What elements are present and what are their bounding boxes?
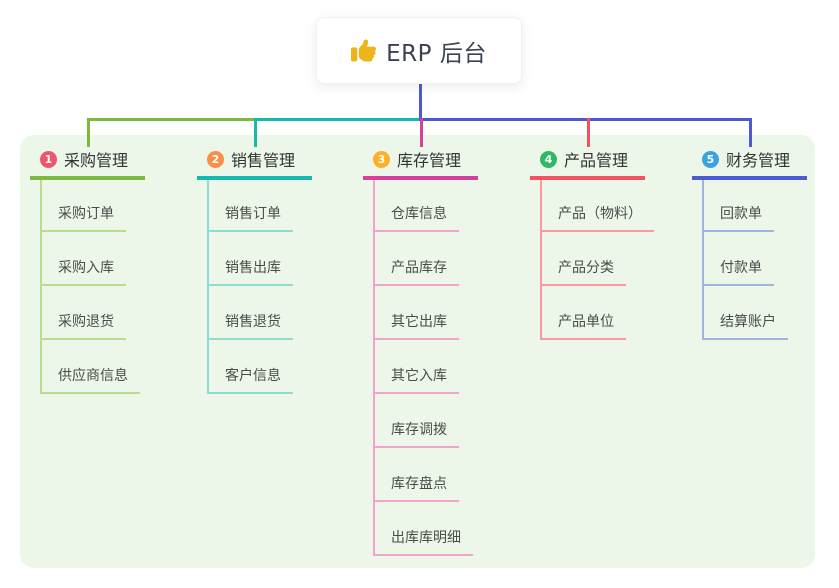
child-row: 库存盘点 — [373, 448, 478, 502]
child-node-label[interactable]: 产品（物料） — [540, 203, 654, 232]
branch-connector-line — [587, 118, 590, 147]
root-title: ERP 后台 — [386, 40, 487, 67]
branch-header[interactable]: 3 库存管理 — [363, 148, 478, 180]
branch-connector-line — [87, 118, 90, 147]
connector-rail-segment — [254, 118, 422, 121]
child-row: 回款单 — [702, 180, 807, 232]
branch-number-badge: 1 — [40, 150, 57, 168]
child-node-label[interactable]: 其它出库 — [373, 311, 459, 340]
child-row: 采购退货 — [40, 286, 145, 340]
child-node-label[interactable]: 采购退货 — [40, 311, 126, 340]
branch-children: 产品（物料） 产品分类产品单位 — [540, 180, 654, 340]
branch-spine-line — [40, 180, 42, 394]
child-node-label[interactable]: 销售退货 — [207, 311, 293, 340]
branch-children: 销售订单销售出库销售退货客户信息 — [207, 180, 312, 394]
branch-header[interactable]: 5 财务管理 — [692, 148, 807, 180]
child-node-label[interactable]: 回款单 — [702, 203, 774, 232]
branch-children: 仓库信息产品库存其它出库其它入库库存调拨库存盘点出库库明细 — [373, 180, 478, 556]
branch-财务管理: 5 财务管理 回款单付款单结算账户 — [692, 148, 807, 340]
branch-connector-line — [254, 118, 257, 147]
child-node-label[interactable]: 采购订单 — [40, 203, 126, 232]
branch-产品管理: 4 产品管理 产品（物料） 产品分类产品单位 — [530, 148, 654, 340]
child-row: 销售退货 — [207, 286, 312, 340]
root-node[interactable]: ERP 后台 — [316, 17, 522, 84]
child-row: 客户信息 — [207, 340, 312, 394]
branch-spine-line — [207, 180, 209, 394]
child-row: 其它入库 — [373, 340, 478, 394]
child-row: 供应商信息 — [40, 340, 145, 394]
child-node-label[interactable]: 付款单 — [702, 257, 774, 286]
branch-库存管理: 3 库存管理 仓库信息产品库存其它出库其它入库库存调拨库存盘点出库库明细 — [363, 148, 478, 556]
child-node-label[interactable]: 出库库明细 — [373, 527, 473, 556]
child-row: 产品分类 — [540, 232, 645, 286]
branch-label: 库存管理 — [397, 151, 462, 170]
child-node-label[interactable]: 销售出库 — [207, 257, 293, 286]
child-node-label[interactable]: 结算账户 — [702, 311, 788, 340]
child-node-label[interactable]: 产品分类 — [540, 257, 626, 286]
child-row: 库存调拨 — [373, 394, 478, 448]
branch-销售管理: 2 销售管理 销售订单销售出库销售退货客户信息 — [197, 148, 312, 394]
connector-rail-segment — [87, 118, 256, 121]
branches-panel — [20, 135, 815, 568]
child-node-label[interactable]: 供应商信息 — [40, 365, 140, 394]
branch-connector-line — [749, 118, 752, 147]
branch-label: 产品管理 — [564, 151, 629, 170]
child-node-label[interactable]: 产品单位 — [540, 311, 626, 340]
branch-label: 财务管理 — [726, 151, 791, 170]
child-node-label[interactable]: 库存盘点 — [373, 473, 459, 502]
child-row: 采购入库 — [40, 232, 145, 286]
child-node-label[interactable]: 产品库存 — [373, 257, 459, 286]
branch-number-badge: 5 — [702, 150, 719, 168]
child-node-label[interactable]: 其它入库 — [373, 365, 459, 394]
branch-header[interactable]: 1 采购管理 — [30, 148, 145, 180]
branch-label: 销售管理 — [231, 151, 296, 170]
child-row: 采购订单 — [40, 180, 145, 232]
child-row: 产品库存 — [373, 232, 478, 286]
child-row: 出库库明细 — [373, 502, 478, 556]
branch-number-badge: 2 — [207, 150, 224, 168]
branch-spine-line — [702, 180, 704, 340]
child-node-label[interactable]: 库存调拨 — [373, 419, 459, 448]
branch-header[interactable]: 2 销售管理 — [197, 148, 312, 180]
child-row: 其它出库 — [373, 286, 478, 340]
child-row: 付款单 — [702, 232, 807, 286]
child-row: 结算账户 — [702, 286, 807, 340]
branch-header[interactable]: 4 产品管理 — [530, 148, 645, 180]
child-row: 产品单位 — [540, 286, 645, 340]
child-node-label[interactable]: 客户信息 — [207, 365, 293, 394]
branch-connector-line — [420, 118, 423, 147]
child-row: 销售出库 — [207, 232, 312, 286]
branch-采购管理: 1 采购管理 采购订单采购入库采购退货供应商信息 — [30, 148, 145, 394]
branch-children: 回款单付款单结算账户 — [702, 180, 807, 340]
child-row: 产品（物料） — [540, 180, 654, 232]
branch-number-badge: 3 — [373, 150, 390, 168]
branch-spine-line — [373, 180, 375, 556]
child-node-label[interactable]: 销售订单 — [207, 203, 293, 232]
branch-number-badge: 4 — [540, 150, 557, 168]
child-node-label[interactable]: 采购入库 — [40, 257, 126, 286]
thumbs-up-icon — [351, 39, 377, 62]
branch-label: 采购管理 — [64, 151, 129, 170]
branch-children: 采购订单采购入库采购退货供应商信息 — [40, 180, 145, 394]
connector-rail-segment — [420, 118, 751, 121]
child-node-label[interactable]: 仓库信息 — [373, 203, 459, 232]
child-row: 仓库信息 — [373, 180, 478, 232]
child-row: 销售订单 — [207, 180, 312, 232]
branch-spine-line — [540, 180, 542, 340]
root-stem-line — [419, 84, 422, 121]
